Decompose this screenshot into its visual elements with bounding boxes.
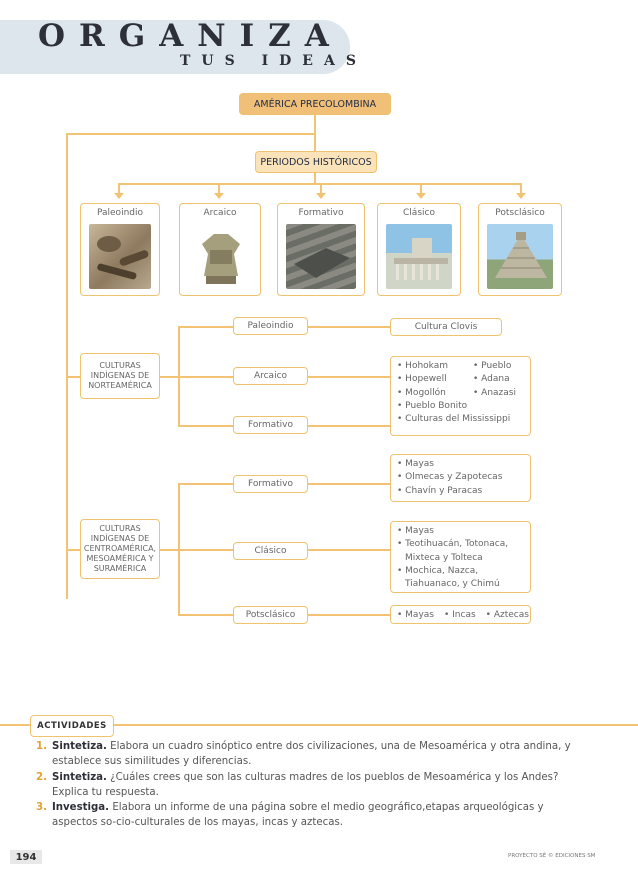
period-card-label: Formativo xyxy=(298,208,344,218)
period-card-label: Potsclásico xyxy=(495,208,545,218)
list-item: Mogollón xyxy=(397,387,524,400)
activities-band xyxy=(0,724,638,726)
activity-verb: Investiga. xyxy=(52,802,110,813)
list-item: Culturas del Mississippi xyxy=(397,413,524,426)
north-period-paleoindio: Paleoindio xyxy=(233,317,308,335)
period-card-formativo: Formativo xyxy=(277,203,365,296)
north-period-formativo: Formativo xyxy=(233,416,308,434)
list-item: Olmecas y Zapotecas xyxy=(397,471,524,484)
list-item: Mixteca y Tolteca xyxy=(405,552,483,563)
south-formativo-list: Mayas Olmecas y Zapotecas Chavín y Parac… xyxy=(390,454,531,502)
activity-text: Elabora un informe de una página sobre e… xyxy=(52,802,544,828)
ruins-image xyxy=(286,224,356,289)
activity-item: 3. Investiga. Elabora un informe de una … xyxy=(36,801,576,830)
list-item: Adana xyxy=(473,373,516,386)
pyramid-image xyxy=(487,224,553,289)
cultura-clovis-box: Cultura Clovis xyxy=(390,318,502,336)
america-precolombina-box: AMÉRICA PRECOLOMBINA xyxy=(239,93,391,115)
list-item: Mayas xyxy=(397,610,434,620)
south-clasico-list: Mayas Teotihuacán, Totonaca, Mixteca y T… xyxy=(390,521,531,593)
list-item: Pueblo xyxy=(473,360,516,373)
activity-number: 2. xyxy=(36,772,47,783)
south-period-postclasico: Potsclásico xyxy=(233,606,308,624)
header-band xyxy=(0,20,350,74)
period-card-label: Arcaico xyxy=(203,208,237,218)
footer-credit: PROYECTO SÉ © EDICIONES SM xyxy=(508,853,596,859)
activities-title: ACTIVIDADES xyxy=(30,715,114,737)
page-subtitle: TUS IDEAS xyxy=(180,53,367,69)
period-card-arcaico: Arcaico xyxy=(179,203,261,296)
page-title: ORGANIZA xyxy=(38,18,343,54)
list-item: Mayas xyxy=(397,458,524,471)
list-item: Hohokam xyxy=(397,360,524,373)
page-number: 194 xyxy=(10,850,42,864)
list-item: Incas xyxy=(444,610,476,620)
period-card-label: Paleoindio xyxy=(96,208,143,218)
list-item: Mayas xyxy=(397,525,524,538)
activity-number: 3. xyxy=(36,802,47,813)
activity-number: 1. xyxy=(36,741,47,752)
activity-verb: Sintetiza. xyxy=(52,772,107,783)
period-card-postclasico: Potsclásico xyxy=(478,203,562,296)
north-cultures-list: Hohokam Hopewell Mogollón Pueblo Bonito … xyxy=(390,356,531,436)
stone-sculpture-image xyxy=(188,224,252,289)
periodos-historicos-box: PERIODOS HISTÓRICOS xyxy=(255,151,377,173)
temple-image xyxy=(386,224,452,289)
list-item: Teotihuacán, Totonaca, xyxy=(397,538,524,551)
activity-item: 1. Sintetiza. Elabora un cuadro sinóptic… xyxy=(36,740,576,769)
south-postclasico-list: Mayas Incas Aztecas xyxy=(390,605,531,624)
period-card-clasico: Clásico xyxy=(377,203,461,296)
south-culturas-box: CULTURAS INDÍGENAS DE CENTROAMÉRICA, MES… xyxy=(80,519,160,579)
list-item: Aztecas xyxy=(486,610,529,620)
list-item: Hopewell xyxy=(397,373,524,386)
activity-item: 2. Sintetiza. ¿Cuáles crees que son las … xyxy=(36,771,576,800)
list-item: Chavín y Paracas xyxy=(397,485,524,498)
north-period-arcaico: Arcaico xyxy=(233,367,308,385)
list-item: Anazasi xyxy=(473,387,516,400)
activity-verb: Sintetiza. xyxy=(52,741,107,752)
period-card-paleoindio: Paleoindio xyxy=(80,203,160,296)
list-item: Mochica, Nazca, xyxy=(397,565,524,578)
south-period-clasico: Clásico xyxy=(233,542,308,560)
stone-tools-image xyxy=(89,224,151,289)
period-card-label: Clásico xyxy=(403,208,435,218)
list-item: Pueblo Bonito xyxy=(397,400,524,413)
south-period-formativo: Formativo xyxy=(233,475,308,493)
activity-text: Elabora un cuadro sinóptico entre dos ci… xyxy=(52,741,571,767)
north-culturas-box: CULTURAS INDÍGENAS DE NORTEAMÉRICA xyxy=(80,353,160,399)
activity-text: ¿Cuáles crees que son las culturas madre… xyxy=(52,772,559,798)
list-item: Tiahuanaco, y Chimú xyxy=(405,579,500,590)
